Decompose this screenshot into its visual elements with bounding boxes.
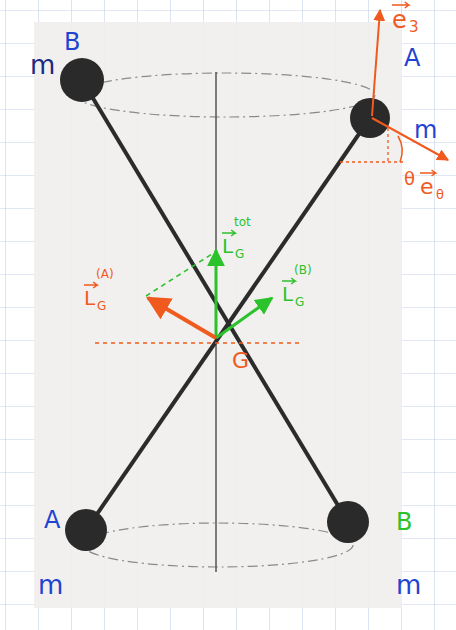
vector-label: e — [392, 8, 407, 32]
vector-index: G — [235, 248, 244, 260]
rod — [82, 80, 348, 522]
rod — [86, 118, 370, 530]
axis — [215, 72, 217, 572]
horizontal-dashed — [95, 342, 300, 343]
vector-label: e — [420, 176, 434, 198]
point-label: A — [44, 508, 60, 532]
mass-ball — [65, 509, 107, 551]
point-label: B — [64, 30, 80, 54]
mass-label: m — [396, 572, 421, 598]
vertical-dashed — [387, 128, 388, 162]
vector-label: L — [84, 288, 95, 308]
vector-index: (A) — [96, 268, 114, 280]
etheta-vector — [372, 118, 448, 160]
vector-index: G — [295, 296, 304, 308]
vector-index: tot — [234, 216, 251, 228]
top-circle — [75, 73, 375, 117]
angle-arc — [398, 136, 402, 162]
mass-ball — [350, 98, 390, 138]
point-label: A — [404, 46, 420, 70]
horizontal-dashed — [340, 161, 405, 162]
point-label: G — [232, 350, 249, 372]
vector-arrow — [148, 298, 216, 338]
mass-ball — [60, 58, 104, 102]
vector-label: L — [222, 236, 233, 256]
vector-label: L — [282, 284, 293, 304]
vector-index: G — [97, 300, 106, 312]
vector-index: θ — [436, 188, 444, 201]
angle-label: θ — [404, 170, 415, 188]
vector-index: (B) — [294, 264, 312, 276]
mass-label: m — [414, 118, 437, 142]
vector-arrow — [215, 250, 218, 338]
photo-ground — [34, 22, 402, 608]
vector-index: 3 — [409, 20, 419, 35]
vector-arrow — [216, 298, 272, 338]
mass-label: m — [30, 52, 55, 78]
e3-vector — [372, 10, 380, 116]
mass-ball — [327, 501, 369, 543]
mass-label: m — [38, 572, 63, 598]
point-label: B — [396, 510, 412, 534]
bottom-circle — [83, 523, 353, 567]
parallelogram-dashed — [146, 254, 212, 296]
